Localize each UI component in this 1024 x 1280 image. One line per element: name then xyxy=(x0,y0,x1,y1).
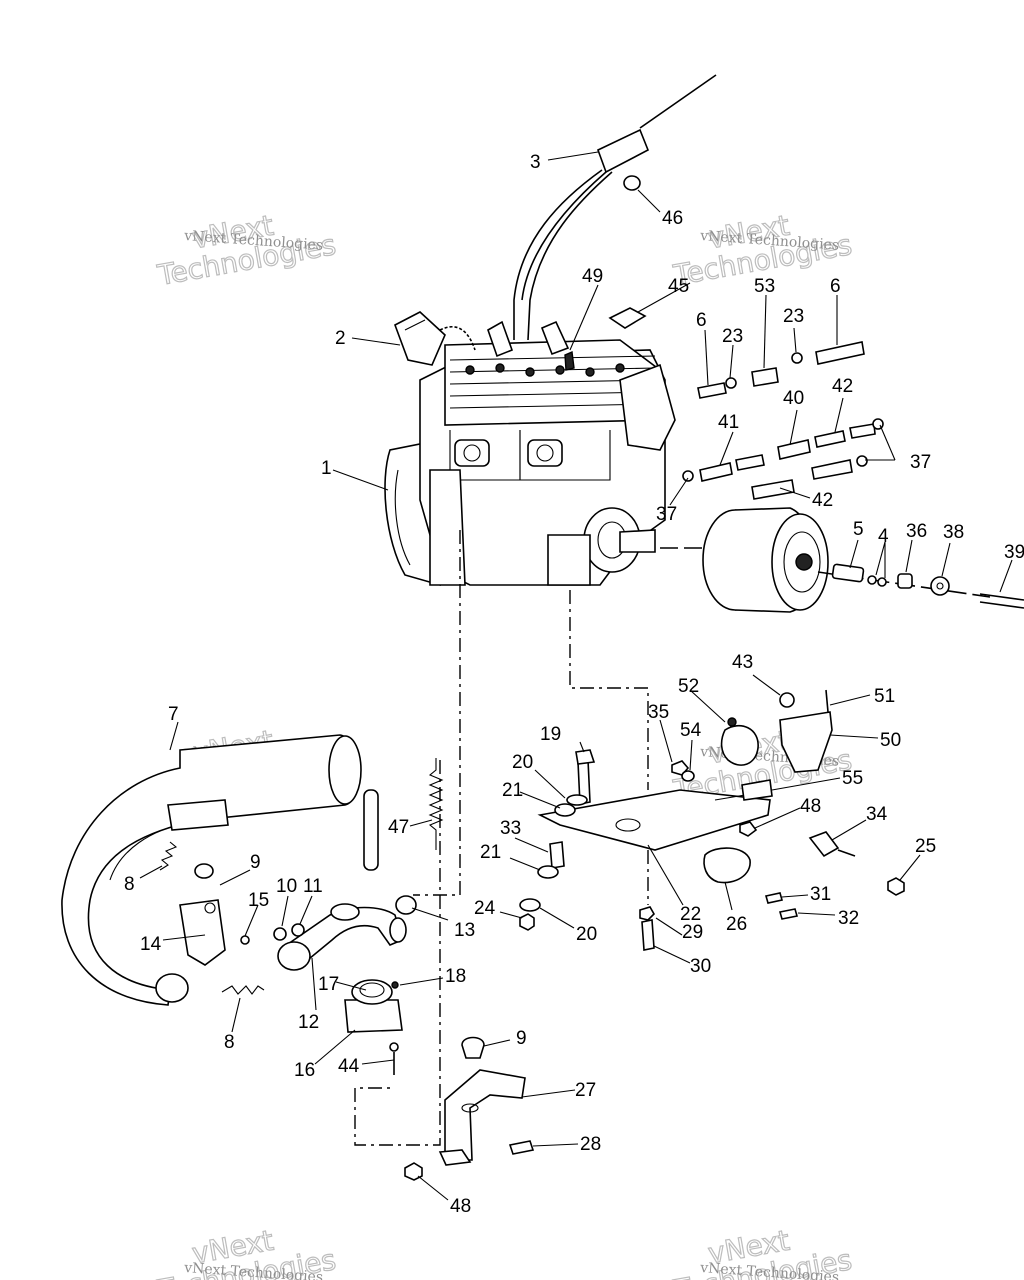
callout: 47 xyxy=(388,817,409,838)
engine-assembly xyxy=(384,320,676,587)
callout: 13 xyxy=(454,920,475,941)
callout: 36 xyxy=(906,521,927,542)
throttle-cable xyxy=(513,74,717,341)
callout: 27 xyxy=(575,1080,596,1101)
callout: 1 xyxy=(321,458,332,479)
callout: 48 xyxy=(800,796,821,817)
callout: 52 xyxy=(678,676,699,697)
callout: 41 xyxy=(718,412,739,433)
callout: 42 xyxy=(812,490,833,511)
drive-clutch xyxy=(660,507,829,613)
callout: 5 xyxy=(853,519,864,540)
callout: 18 xyxy=(445,966,466,987)
callout-numbers: 1 2 3 4 5 6 6 7 8 8 9 9 10 11 12 13 14 1… xyxy=(124,152,1024,1217)
callout: 38 xyxy=(943,522,964,543)
callout: 40 xyxy=(783,388,804,409)
callout: 20 xyxy=(512,752,533,773)
callout: 51 xyxy=(874,686,895,707)
callout: 14 xyxy=(140,934,162,955)
callout: 37 xyxy=(910,452,931,473)
callout: 29 xyxy=(682,922,703,943)
engine-plate xyxy=(537,789,771,851)
callout: 26 xyxy=(726,914,747,935)
sensor-assembly xyxy=(703,831,905,920)
rubber-mount xyxy=(344,979,403,1075)
callout: 2 xyxy=(335,328,346,349)
callout: 39 xyxy=(1004,542,1024,563)
callout: 16 xyxy=(294,1060,315,1081)
callout: 42 xyxy=(832,376,853,397)
plug-cap xyxy=(394,311,476,366)
callout: 53 xyxy=(754,276,775,297)
lower-bracket xyxy=(404,1036,535,1181)
callout: 45 xyxy=(668,276,689,297)
callout: 32 xyxy=(838,908,859,929)
callout: 6 xyxy=(830,276,841,297)
callout: 22 xyxy=(680,904,701,925)
oil-pump-bracket xyxy=(671,689,833,801)
callout: 24 xyxy=(474,898,496,919)
callout: 8 xyxy=(224,1032,235,1053)
callout: 25 xyxy=(915,836,936,857)
callout: 9 xyxy=(250,852,261,873)
callout: 15 xyxy=(248,890,269,911)
exhaust-manifold xyxy=(277,895,417,971)
callout: 21 xyxy=(502,780,523,801)
callout: 4 xyxy=(878,526,889,547)
callout: 31 xyxy=(810,884,831,905)
callout: 34 xyxy=(866,804,888,825)
plate-hardware xyxy=(519,749,758,951)
callout: 19 xyxy=(540,724,561,745)
exhaust-muffler xyxy=(61,734,379,1006)
callout: 49 xyxy=(582,266,603,287)
callout: 12 xyxy=(298,1012,319,1033)
callout: 54 xyxy=(680,720,702,741)
callout: 20 xyxy=(576,924,597,945)
callout: 28 xyxy=(580,1134,601,1155)
cable-clip xyxy=(623,175,641,191)
callout: 10 xyxy=(276,876,297,897)
pulse-line-assembly xyxy=(697,341,865,399)
callout: 11 xyxy=(303,876,323,897)
callout: 44 xyxy=(338,1056,360,1077)
callout: 9 xyxy=(516,1028,527,1049)
callout: 23 xyxy=(783,306,804,327)
callout: 6 xyxy=(696,310,707,331)
clutch-hardware xyxy=(817,563,1024,609)
callout: 21 xyxy=(480,842,501,863)
callout: 50 xyxy=(880,730,901,751)
callout: 35 xyxy=(648,702,669,723)
callout: 55 xyxy=(842,768,863,789)
exhaust-bracket xyxy=(179,863,305,966)
callout: 48 xyxy=(450,1196,471,1217)
oil-line-assembly xyxy=(682,418,884,500)
callout: 43 xyxy=(732,652,753,673)
callout: 33 xyxy=(500,818,521,839)
callout: 3 xyxy=(530,152,541,173)
leader-lines xyxy=(139,151,1013,1201)
washer-45 xyxy=(608,307,647,329)
callout: 17 xyxy=(318,974,339,995)
exhaust-spring xyxy=(159,758,444,995)
assembly-guides xyxy=(354,530,649,1146)
callout: 30 xyxy=(690,956,711,977)
callout: 23 xyxy=(722,326,743,347)
callout: 8 xyxy=(124,874,135,895)
callout: 37 xyxy=(656,504,677,525)
callout: 7 xyxy=(168,704,179,725)
callout: 46 xyxy=(662,208,683,229)
